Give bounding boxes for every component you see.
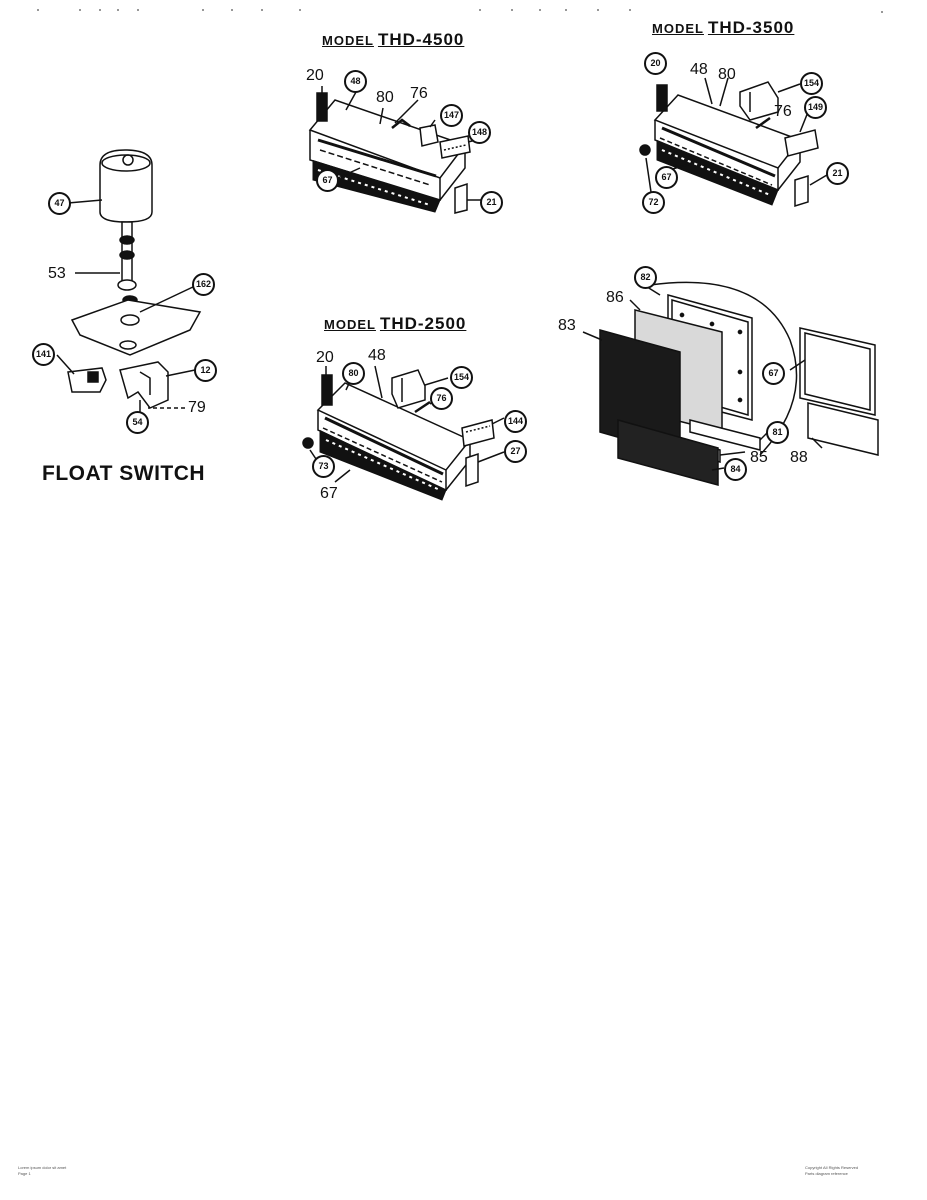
callout-filter-67: 67: [762, 362, 785, 385]
callout-79: 79: [188, 399, 206, 416]
callout-3500-20: 20: [644, 52, 667, 75]
callout-filter-84: 84: [724, 458, 747, 481]
callout-2500-20: 20: [316, 349, 334, 366]
motor-cylinder: [99, 149, 153, 223]
callout-filter-86: 86: [606, 289, 624, 306]
callout-4500-80: 80: [376, 89, 394, 106]
callout-3500-67: 67: [655, 166, 678, 189]
footer-left-line1: Lorem ipsum dolor sit amet: [18, 1165, 67, 1170]
callout-4500-21: 21: [480, 191, 503, 214]
callout-3500-149: 149: [804, 96, 827, 119]
callout-54: 54: [126, 411, 149, 434]
callout-2500-73: 73: [312, 455, 335, 478]
callout-3500-76: 76: [774, 103, 792, 120]
callout-162: 162: [192, 273, 215, 296]
footer-left-line2: Page 1: [18, 1171, 31, 1176]
callout-47: 47: [48, 192, 71, 215]
thd4500-title-model: THD-4500: [377, 30, 465, 49]
filter-cover-panel: [799, 327, 876, 416]
micro-switch: [67, 367, 107, 393]
switch-bracket: [119, 361, 169, 409]
thd3500-drawing: [639, 77, 833, 208]
callout-4500-148: 148: [468, 121, 491, 144]
thd3500-title-prefix: MODEL: [652, 21, 704, 36]
callout-12: 12: [194, 359, 217, 382]
callout-3500-154: 154: [800, 72, 823, 95]
callout-4500-67: 67: [316, 169, 339, 192]
callout-filter-88: 88: [790, 449, 808, 466]
callout-3500-21: 21: [826, 162, 849, 185]
callout-2500-27: 27: [504, 440, 527, 463]
callout-3500-72: 72: [642, 191, 665, 214]
callout-4500-20: 20: [306, 67, 324, 84]
callout-2500-76: 76: [430, 387, 453, 410]
callout-2500-144: 144: [504, 410, 527, 433]
thd2500-drawing: [302, 365, 505, 501]
thd2500-title-prefix: MODEL: [324, 317, 376, 332]
callout-filter-82: 82: [634, 266, 657, 289]
float-switch-drawing: [56, 149, 202, 418]
callout-2500-154: 154: [450, 366, 473, 389]
callout-53: 53: [48, 265, 66, 282]
callout-3500-80: 80: [718, 66, 736, 83]
callout-filter-83: 83: [558, 317, 576, 334]
mounting-plate: [70, 299, 202, 356]
thd3500-title-model: THD-3500: [707, 18, 795, 37]
callout-2500-80: 80: [342, 362, 365, 385]
float-switch-title: FLOAT SWITCH: [42, 462, 206, 485]
footer-right-line1: Copyright All Rights Reserved: [805, 1165, 859, 1170]
callout-4500-76: 76: [410, 85, 428, 102]
callout-4500-48: 48: [344, 70, 367, 93]
callout-3500-48: 48: [690, 61, 708, 78]
filter-assembly-drawing: [582, 279, 879, 486]
callout-2500-48: 48: [368, 347, 386, 364]
callout-141: 141: [32, 343, 55, 366]
scan-artifacts: [37, 9, 883, 13]
callout-2500-67: 67: [320, 485, 338, 502]
filter-arc: [649, 281, 798, 456]
callout-filter-85: 85: [750, 449, 768, 466]
thd4500-drawing: [308, 86, 482, 214]
callout-4500-147: 147: [440, 104, 463, 127]
thd4500-title-prefix: MODEL: [322, 33, 374, 48]
callout-filter-81: 81: [766, 421, 789, 444]
footer-right-line2: Parts diagram reference: [805, 1171, 848, 1176]
thd2500-title-model: THD-2500: [379, 314, 467, 333]
